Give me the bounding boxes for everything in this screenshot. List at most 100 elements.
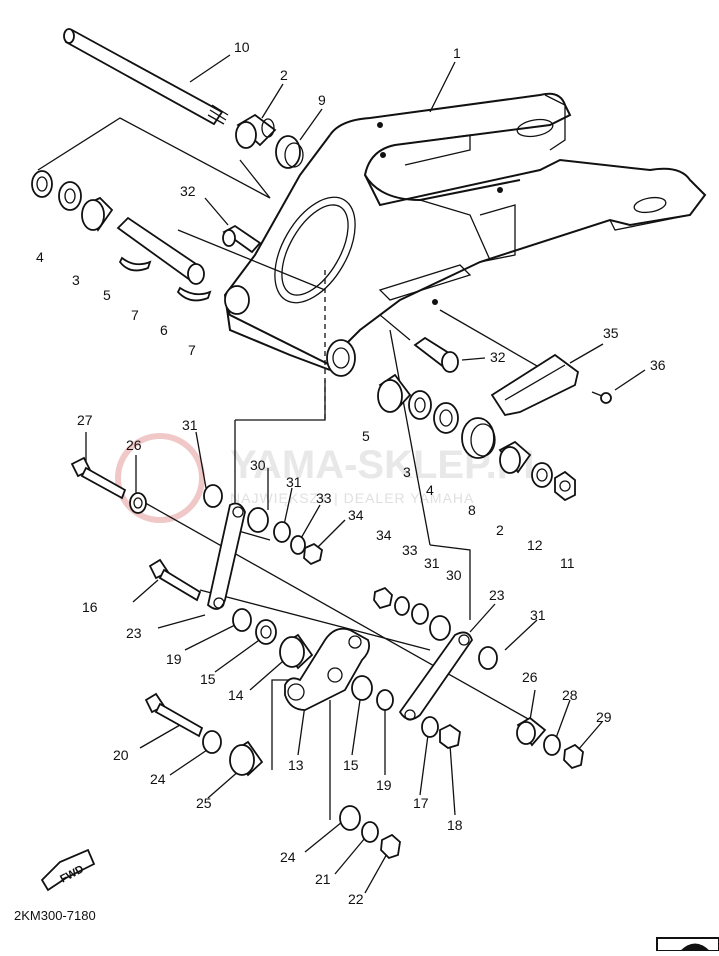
callout-31: 31 xyxy=(182,417,198,433)
part-31-seal-a xyxy=(203,484,223,508)
part-34-nut-a xyxy=(303,542,323,566)
callout-7: 7 xyxy=(131,307,139,323)
part-7-circlip-a xyxy=(118,256,152,272)
part-3-washer-right xyxy=(408,390,432,420)
callout-5: 5 xyxy=(103,287,111,303)
part-18-nut xyxy=(439,723,461,749)
callout-15: 15 xyxy=(200,671,216,687)
part-14-collar xyxy=(279,633,314,670)
part-7-circlip-b xyxy=(176,286,212,302)
watermark-subtitle: NAJWIĘKSZY | DEALER YAMAHA xyxy=(230,490,474,506)
part-26-collar-upper xyxy=(129,492,147,514)
part-13-relay-arm xyxy=(284,627,371,711)
watermark-logo-icon xyxy=(115,433,205,523)
watermark-brand: YAMA-SKLEP.PL xyxy=(230,443,548,487)
callout-31: 31 xyxy=(286,474,302,490)
callout-12: 12 xyxy=(527,537,543,553)
callout-5: 5 xyxy=(362,428,370,444)
part-21-washer xyxy=(361,821,379,843)
callout-4: 4 xyxy=(426,482,434,498)
callout-25: 25 xyxy=(196,795,212,811)
part-4-bearing-left xyxy=(31,170,53,198)
callout-24: 24 xyxy=(150,771,166,787)
callout-3: 3 xyxy=(72,272,80,288)
part-29-nut xyxy=(563,743,584,770)
part-28-washer xyxy=(543,734,561,756)
callout-10: 10 xyxy=(234,39,250,55)
part-23-link-left xyxy=(207,502,246,610)
callout-3: 3 xyxy=(403,464,411,480)
part-4-bearing-right xyxy=(433,402,459,434)
part-31-seal-b xyxy=(273,521,291,543)
part-32-grease-nipple-right xyxy=(413,336,459,373)
callout-35: 35 xyxy=(603,325,619,341)
part-5-bushing-right xyxy=(377,373,412,413)
part-10-axle xyxy=(63,28,229,126)
callout-28: 28 xyxy=(562,687,578,703)
part-2-collar-upper xyxy=(235,113,277,149)
part-17-washer xyxy=(421,716,439,738)
part-31-seal-c xyxy=(411,603,429,625)
callout-23: 23 xyxy=(489,587,505,603)
callout-33: 33 xyxy=(316,490,332,506)
callout-labels: 1291043576732323536534821211272631303133… xyxy=(36,39,666,907)
part-27-bolt xyxy=(70,456,127,500)
part-11-nut xyxy=(554,470,576,502)
part-9-seal-upper xyxy=(275,135,304,169)
callout-11: 11 xyxy=(560,555,575,571)
corner-mark xyxy=(656,937,719,952)
part-15-bushing-left xyxy=(255,619,277,645)
callout-24: 24 xyxy=(280,849,296,865)
callout-27: 27 xyxy=(77,412,93,428)
diagram-code: 2KM300-7180 xyxy=(14,908,96,923)
callout-30: 30 xyxy=(446,567,462,583)
part-6-collar-tube xyxy=(116,216,205,285)
part-33-washer-b xyxy=(394,596,410,616)
callout-36: 36 xyxy=(650,357,666,373)
callout-34: 34 xyxy=(348,507,364,523)
callout-6: 6 xyxy=(160,322,168,338)
callout-30: 30 xyxy=(250,457,266,473)
callout-32: 32 xyxy=(490,349,506,365)
part-25-bushing xyxy=(229,740,264,777)
callout-21: 21 xyxy=(315,871,331,887)
callout-8: 8 xyxy=(468,502,476,518)
callout-26: 26 xyxy=(126,437,142,453)
callout-31: 31 xyxy=(530,607,546,623)
part-32-grease-nipple-upper xyxy=(222,224,262,254)
callout-9: 9 xyxy=(318,92,326,108)
part-24-collar-bottom xyxy=(339,805,361,831)
assembly-lines xyxy=(37,117,571,820)
callout-18: 18 xyxy=(447,817,463,833)
callout-31: 31 xyxy=(424,555,440,571)
part-2-collar-lower xyxy=(498,440,532,474)
callout-19: 19 xyxy=(376,777,392,793)
part-36-screw xyxy=(591,391,612,404)
callout-20: 20 xyxy=(113,747,129,763)
callout-1: 1 xyxy=(453,45,461,61)
part-30-bushing-a xyxy=(247,507,269,533)
part-34-nut-b xyxy=(373,586,393,610)
callout-22: 22 xyxy=(348,891,364,907)
callout-4: 4 xyxy=(36,249,44,265)
part-33-washer-a xyxy=(290,535,306,555)
part-20-bolt xyxy=(144,692,204,738)
callout-13: 13 xyxy=(288,757,304,773)
part-15-bushing-right xyxy=(351,675,373,701)
part-30-bushing-b xyxy=(429,615,451,641)
part-24-collar-left xyxy=(202,730,222,754)
callout-7: 7 xyxy=(188,342,196,358)
callout-26: 26 xyxy=(522,669,538,685)
part-26-collar-lower xyxy=(516,716,547,747)
callout-34: 34 xyxy=(376,527,392,543)
callout-29: 29 xyxy=(596,709,612,725)
part-31-seal-d xyxy=(478,646,498,670)
part-5-bushing-left xyxy=(81,196,114,232)
swingarm xyxy=(223,92,707,377)
callout-15: 15 xyxy=(343,757,359,773)
callout-23: 23 xyxy=(126,625,142,641)
callout-19: 19 xyxy=(166,651,182,667)
callout-17: 17 xyxy=(413,795,429,811)
part-19-seal-left xyxy=(232,608,252,632)
